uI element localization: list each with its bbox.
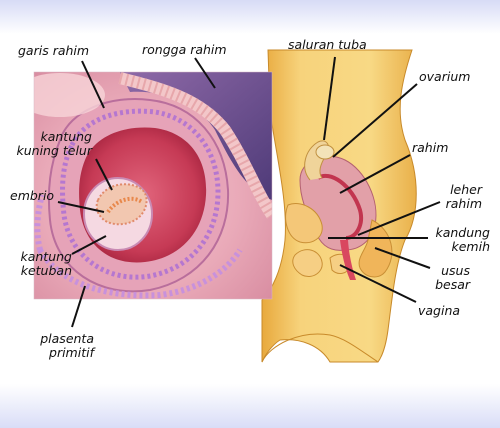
label-primitive-placenta: plasenta primitif bbox=[20, 332, 94, 360]
label-uterine-cavity: rongga rahim bbox=[142, 42, 227, 57]
pelvic-loops bbox=[292, 249, 351, 277]
label-fallopian-tube: saluran tuba bbox=[288, 37, 367, 52]
label-yolk-sac: kantung kuning telur bbox=[16, 130, 92, 158]
label-cervix-line2: rahim bbox=[445, 196, 482, 211]
label-bladder-line2: kemih bbox=[451, 239, 490, 254]
label-colon-line2: besar bbox=[435, 277, 470, 292]
label-cervix-line1: leher bbox=[450, 182, 482, 197]
label-amniotic-sac-line1: kantung bbox=[20, 249, 72, 264]
label-bladder: kandung kemih bbox=[420, 226, 490, 254]
label-cervix: leher rahim bbox=[420, 183, 482, 211]
label-yolk-sac-line2: kuning telur bbox=[16, 143, 92, 158]
leader-lines bbox=[57, 56, 441, 328]
ovary-shape bbox=[315, 144, 335, 160]
label-vagina: vagina bbox=[418, 303, 461, 318]
label-embryo: embrio bbox=[10, 188, 55, 203]
label-uterine-lining: garis rahim bbox=[18, 43, 90, 58]
bladder-shape bbox=[285, 203, 323, 244]
label-bladder-line1: kandung bbox=[435, 225, 490, 240]
label-primitive-placenta-line2: primitif bbox=[49, 345, 94, 360]
label-uterus: rahim bbox=[412, 140, 449, 155]
label-amniotic-sac: kantung ketuban bbox=[4, 250, 72, 278]
label-colon-line1: usus bbox=[441, 263, 470, 278]
label-ovary: ovarium bbox=[419, 69, 471, 84]
label-colon: usus besar bbox=[420, 264, 470, 292]
label-yolk-sac-line1: kantung bbox=[40, 129, 92, 144]
label-amniotic-sac-line2: ketuban bbox=[20, 263, 72, 278]
label-primitive-placenta-line1: plasenta bbox=[40, 331, 94, 346]
